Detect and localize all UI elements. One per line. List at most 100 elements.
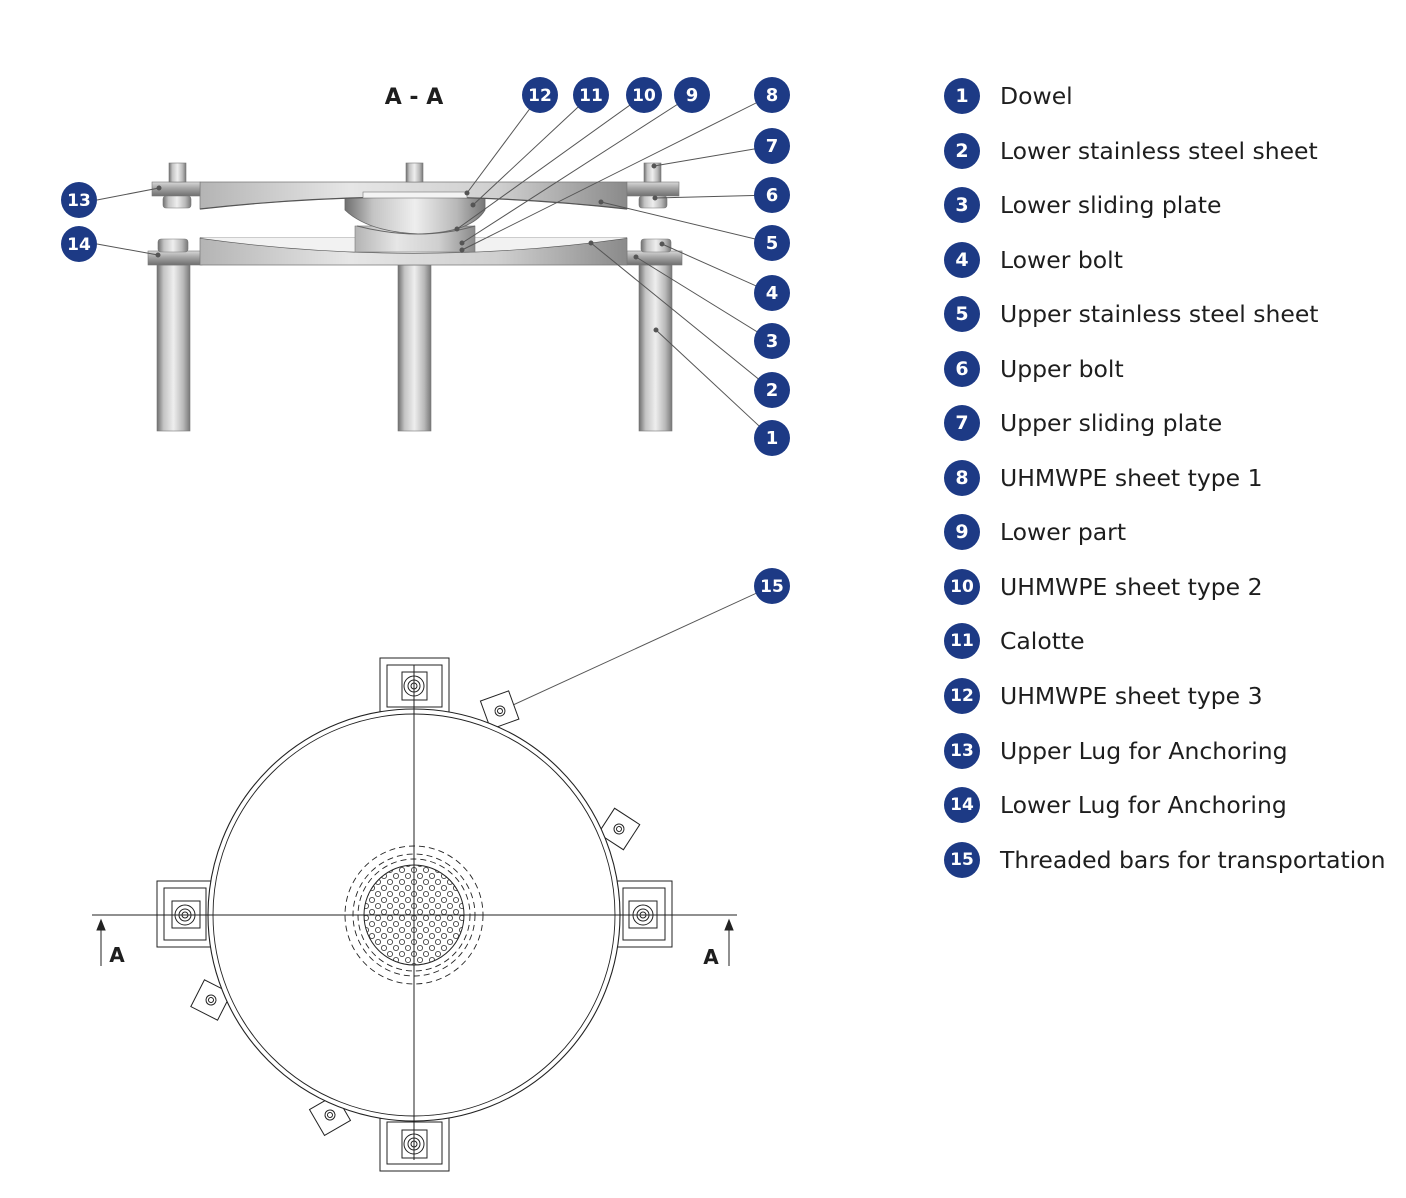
callout-5: 5 bbox=[754, 225, 790, 261]
legend-label: Upper Lug for Anchoring bbox=[1000, 736, 1288, 765]
callout-1: 1 bbox=[754, 420, 790, 456]
svg-text:12: 12 bbox=[528, 86, 552, 106]
svg-text:6: 6 bbox=[766, 185, 779, 206]
svg-text:4: 4 bbox=[766, 283, 779, 304]
legend-label: Upper stainless steel sheet bbox=[1000, 300, 1319, 329]
svg-text:5: 5 bbox=[766, 233, 779, 254]
svg-text:3: 3 bbox=[766, 331, 779, 352]
legend-badge: 8 bbox=[944, 459, 980, 496]
legend-label: Threaded bars for transportation bbox=[1000, 845, 1386, 874]
uhmwpe-sheet-2 bbox=[356, 225, 476, 235]
svg-text:2: 2 bbox=[766, 380, 779, 401]
legend-badge: 12 bbox=[944, 678, 980, 715]
legend-item-3: 3 Lower sliding plate bbox=[944, 187, 1386, 242]
legend-label: UHMWPE sheet type 2 bbox=[1000, 572, 1263, 601]
callout-9: 9 bbox=[674, 77, 710, 113]
legend-label: Dowel bbox=[1000, 82, 1073, 110]
legend-badge: 3 bbox=[944, 187, 980, 224]
plan-view bbox=[92, 657, 737, 1172]
callout-6: 6 bbox=[754, 177, 790, 213]
legend-badge: 11 bbox=[944, 623, 980, 660]
uhmwpe-sheet-3 bbox=[362, 191, 468, 199]
callout-3: 3 bbox=[754, 323, 790, 359]
dowel-left bbox=[156, 264, 191, 432]
callout-10: 10 bbox=[626, 77, 662, 113]
dowel-center bbox=[397, 264, 432, 432]
transport-bar-1 bbox=[479, 690, 520, 730]
section-arrow-right bbox=[724, 918, 734, 966]
svg-text:1: 1 bbox=[766, 428, 779, 449]
legend-item-11: 11 Calotte bbox=[944, 623, 1386, 678]
section-title: A - A bbox=[385, 85, 444, 110]
section-mark-right: A bbox=[703, 945, 719, 969]
svg-text:15: 15 bbox=[760, 577, 784, 597]
legend-badge: 15 bbox=[944, 841, 980, 878]
section-arrow-left bbox=[96, 918, 106, 966]
callout-11: 11 bbox=[573, 77, 609, 113]
legend-item-7: 7 Upper sliding plate bbox=[944, 405, 1386, 460]
upper-bolt-right-top bbox=[643, 162, 662, 183]
leader-lines bbox=[96, 94, 773, 714]
callout-4: 4 bbox=[754, 275, 790, 311]
svg-text:14: 14 bbox=[67, 235, 91, 255]
legend-badge: 10 bbox=[944, 568, 980, 605]
legend-item-9: 9 Lower part bbox=[944, 514, 1386, 569]
legend-label: Lower stainless steel sheet bbox=[1000, 136, 1318, 165]
legend-badge: 5 bbox=[944, 296, 980, 333]
upper-bolt-right-nut bbox=[638, 195, 668, 209]
svg-text:11: 11 bbox=[579, 86, 603, 106]
legend-label: Lower sliding plate bbox=[1000, 191, 1222, 220]
legend-item-12: 12 UHMWPE sheet type 3 bbox=[944, 678, 1386, 733]
section-mark-left: A bbox=[109, 943, 125, 967]
legend-item-13: 13 Upper Lug for Anchoring bbox=[944, 732, 1386, 788]
legend-label: UHMWPE sheet type 1 bbox=[1000, 463, 1263, 492]
legend-label: Upper sliding plate bbox=[1000, 409, 1223, 438]
legend-badge: 14 bbox=[944, 787, 980, 824]
legend-badge: 13 bbox=[944, 732, 980, 769]
callout-7: 7 bbox=[754, 128, 790, 164]
legend-badge: 9 bbox=[944, 514, 980, 551]
callout-2: 2 bbox=[754, 372, 790, 408]
upper-bolt-left-nut bbox=[162, 195, 192, 209]
lower-bolt-left bbox=[157, 238, 189, 253]
plan-lug-right bbox=[615, 880, 673, 948]
legend-label: UHMWPE sheet type 3 bbox=[1000, 682, 1263, 711]
legend-label: Upper bolt bbox=[1000, 354, 1124, 383]
legend-item-2: 2 Lower stainless steel sheet bbox=[944, 132, 1386, 188]
svg-text:8: 8 bbox=[766, 85, 779, 106]
plan-lug-left bbox=[156, 880, 214, 948]
transport-bar-3 bbox=[190, 979, 232, 1021]
svg-text:9: 9 bbox=[686, 85, 699, 106]
legend-item-15: 15 Threaded bars for transportation bbox=[944, 841, 1386, 897]
upper-lug-right bbox=[626, 181, 680, 197]
legend-badge: 4 bbox=[944, 241, 980, 278]
callout-14: 14 bbox=[61, 226, 97, 262]
legend-badge: 7 bbox=[944, 405, 980, 442]
callout-13: 13 bbox=[61, 182, 97, 218]
legend-item-14: 14 Lower Lug for Anchoring bbox=[944, 787, 1386, 842]
section-view: A - A bbox=[61, 77, 790, 714]
callout-12: 12 bbox=[522, 77, 558, 113]
legend-item-8: 8 UHMWPE sheet type 1 bbox=[944, 459, 1386, 515]
legend-item-4: 4 Lower bolt bbox=[944, 241, 1386, 297]
legend-item-10: 10 UHMWPE sheet type 2 bbox=[944, 568, 1386, 624]
lower-lug-left bbox=[147, 250, 203, 266]
legend-badge: 2 bbox=[944, 132, 980, 169]
legend-label: Lower Lug for Anchoring bbox=[1000, 791, 1287, 820]
legend-item-1: 1 Dowel bbox=[944, 78, 1386, 133]
legend-label: Calotte bbox=[1000, 627, 1085, 656]
upper-bolt-center-top bbox=[405, 162, 424, 183]
legend-badge: 1 bbox=[944, 78, 980, 114]
transport-bar-2 bbox=[597, 807, 641, 851]
callout-8: 8 bbox=[754, 77, 790, 113]
svg-text:10: 10 bbox=[632, 86, 656, 106]
upper-bolt-left-top bbox=[168, 162, 187, 183]
dowel-right bbox=[638, 264, 673, 432]
svg-text:7: 7 bbox=[766, 136, 779, 157]
legend-label: Lower bolt bbox=[1000, 245, 1123, 274]
legend-label: Lower part bbox=[1000, 518, 1127, 547]
callout-15: 15 bbox=[754, 568, 790, 604]
